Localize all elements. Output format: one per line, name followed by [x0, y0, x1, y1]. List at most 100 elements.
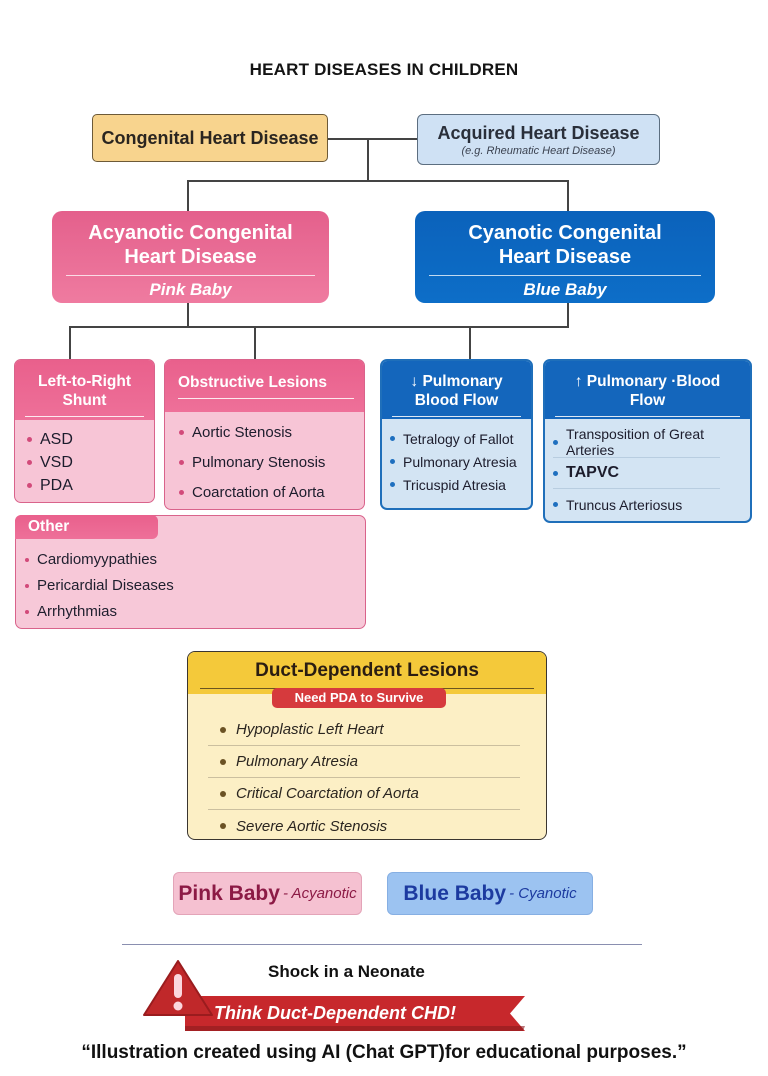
list-item: VSD	[27, 451, 154, 474]
warning-triangle-icon	[143, 960, 213, 1016]
obstructive-lesions-card: Obstructive Lesions Aortic Stenosis Pulm…	[164, 359, 365, 510]
bullet-icon	[220, 758, 226, 765]
connector-line	[69, 326, 71, 360]
item-text: Critical Coarctation of Aorta	[236, 785, 419, 802]
acquired-heart-disease-box: Acquired Heart Disease (e.g. Rheumatic H…	[417, 114, 660, 165]
list-item: PDA	[27, 474, 154, 497]
list-item: Tetralogy of Fallot	[390, 427, 531, 450]
connector-line	[254, 326, 256, 360]
item-text: Pulmonary Stenosis	[192, 453, 326, 471]
bullet-icon	[220, 823, 226, 829]
card-title-2: Blood Flow	[414, 392, 499, 409]
connector-line	[567, 180, 569, 212]
item-text: PDA	[40, 476, 73, 494]
legend-blue-baby: Blue Baby - Cyanotic	[387, 872, 593, 915]
acquired-example: (e.g. Rheumatic Heart Disease)	[461, 144, 616, 157]
divider	[555, 416, 740, 417]
bullet-icon	[553, 470, 558, 476]
acquired-label: Acquired Heart Disease	[437, 122, 640, 143]
card-title-1: Left-to-Right	[38, 373, 131, 390]
need-pda-tag: Need PDA to Survive	[272, 688, 446, 708]
bullet-icon	[25, 609, 29, 614]
divider	[122, 944, 642, 945]
item-text: VSD	[40, 453, 73, 471]
item-text: Tetralogy of Fallot	[403, 430, 514, 447]
divider	[66, 275, 315, 276]
card-title-1: Pulmonary	[422, 373, 503, 390]
list-item: Transposition of Great Arteries	[553, 426, 720, 458]
congenital-heart-disease-box: Congenital Heart Disease	[92, 114, 328, 162]
bullet-icon	[179, 429, 184, 435]
bullet-icon	[390, 436, 395, 441]
item-text: Cardiomyypathies	[37, 551, 158, 568]
item-text: ASD	[40, 430, 73, 448]
bullet-icon	[179, 489, 184, 495]
item-text: Pulmonary Atresia	[236, 753, 358, 770]
page-title: HEART DISEASES IN CHILDREN	[249, 60, 519, 79]
bullet-icon	[27, 483, 32, 488]
cyanotic-subtitle: Blue Baby	[523, 280, 607, 299]
acyanotic-title-1: Acyanotic Congenital	[88, 222, 293, 244]
list-item: ASD	[27, 428, 154, 451]
alert-banner-text: Think Duct-Dependent CHD!	[214, 1003, 456, 1023]
item-text: TAPVC	[566, 464, 620, 481]
list-item: Critical Coarctation of Aorta	[208, 778, 520, 810]
list-item: Severe Aortic Stenosis	[208, 810, 520, 842]
duct-title: Duct-Dependent Lesions	[188, 652, 546, 694]
item-text: Tricuspid Atresia	[403, 476, 506, 493]
divider	[392, 416, 521, 417]
connector-line	[187, 303, 189, 327]
item-text: Hypoplastic Left Heart	[236, 721, 384, 738]
card-title-2: Flow	[629, 392, 666, 409]
item-text: Truncus Arteriosus	[566, 496, 683, 513]
connector-line	[328, 138, 417, 140]
bullet-icon	[25, 583, 29, 588]
alert-banner	[185, 996, 525, 1031]
bullet-icon	[220, 790, 226, 797]
bullet-icon	[390, 482, 395, 487]
bullet-icon	[553, 439, 558, 445]
item-text: Severe Aortic Stenosis	[236, 817, 388, 835]
acyanotic-subtitle: Pink Baby	[149, 280, 232, 299]
list-item: Arrhythmias	[25, 599, 174, 624]
divider	[178, 398, 354, 399]
list-item: Cardiomyypathies	[25, 547, 174, 572]
bullet-icon	[27, 437, 32, 442]
list-item: Pulmonary Stenosis	[179, 447, 364, 477]
other-card: Other Cardiomyypathies Pericardial Disea…	[15, 515, 366, 629]
item-text: Arrhythmias	[37, 603, 118, 620]
legend-pink-baby: Pink Baby - Acyanotic	[173, 872, 362, 915]
card-title-2: Shunt	[62, 392, 107, 409]
cyanotic-title-1: Cyanotic Congenital	[468, 222, 662, 244]
item-text: Pericardial Diseases	[37, 577, 174, 594]
cyanotic-title-2: Heart Disease	[498, 246, 632, 268]
connector-line	[187, 180, 189, 212]
legend-pink-italic: - Acyanotic	[282, 885, 357, 902]
list-item: Truncus Arteriosus	[553, 489, 720, 520]
arrow-down-icon: ↓	[410, 373, 419, 390]
connector-line	[69, 326, 569, 328]
list-item: Pericardial Diseases	[25, 572, 174, 599]
other-title: Other	[15, 515, 158, 539]
divider	[429, 275, 701, 276]
item-text: Transposition of Great Arteries	[566, 426, 704, 458]
bullet-icon	[390, 459, 395, 464]
list-item: Hypoplastic Left Heart	[208, 714, 520, 746]
legend-blue-bold: Blue Baby	[403, 881, 507, 905]
arrow-up-icon: ↑	[574, 373, 583, 390]
list-item: Pulmonary Atresia	[208, 746, 520, 778]
bullet-icon	[220, 726, 226, 733]
list-item: Aortic Stenosis	[179, 417, 364, 447]
item-text: Aortic Stenosis	[192, 423, 293, 441]
bullet-icon	[553, 502, 558, 507]
alert-heading: Shock in a Neonate	[268, 962, 425, 981]
legend-pink-bold: Pink Baby	[178, 881, 280, 905]
congenital-label: Congenital Heart Disease	[101, 127, 319, 148]
divider	[25, 416, 144, 417]
list-item: Coarctation of Aorta	[179, 477, 364, 507]
